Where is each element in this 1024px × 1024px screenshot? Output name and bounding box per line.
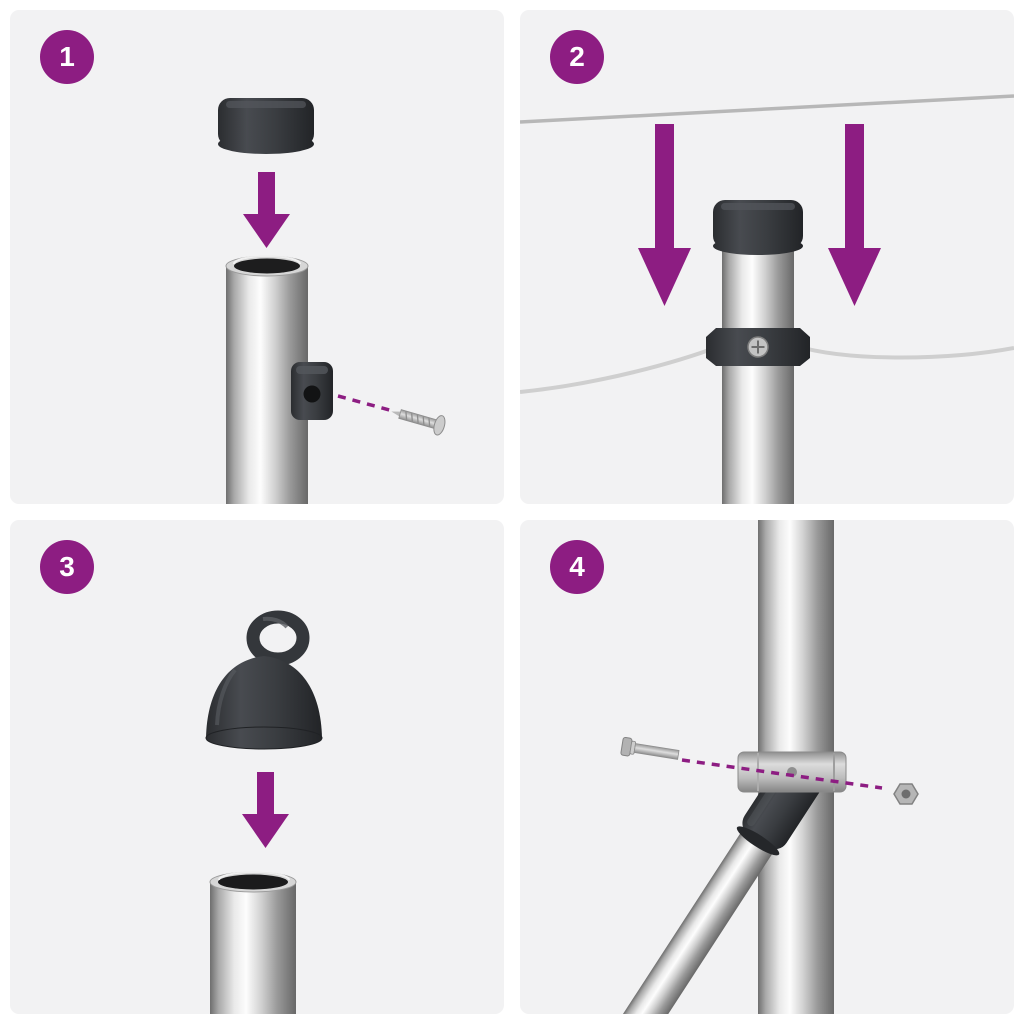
mounting-bracket: [291, 362, 333, 420]
wire-clamp: [706, 328, 810, 366]
step-number: 4: [569, 551, 585, 582]
post-with-cap: [713, 200, 803, 504]
tension-wire-top: [520, 94, 1014, 124]
post-cap: [218, 98, 314, 154]
tension-wire-right: [795, 344, 1014, 360]
down-arrow-icon: [242, 772, 289, 848]
step-panel-4: 4: [520, 520, 1014, 1014]
step-badge: 3: [40, 540, 94, 594]
step-panel-3: 3: [10, 520, 504, 1014]
screw: [391, 409, 446, 436]
down-arrow-icon: [638, 124, 691, 306]
tension-wire-left: [520, 344, 721, 394]
hex-nut: [893, 783, 919, 805]
step-number: 1: [59, 41, 75, 72]
step-1-illustration: [218, 98, 446, 504]
bolt: [620, 736, 680, 760]
step-3-illustration: [205, 610, 323, 1014]
dashed-guide-line: [337, 394, 394, 413]
step-number: 3: [59, 551, 75, 582]
step-number: 2: [569, 41, 585, 72]
step-badge: 1: [40, 30, 94, 84]
step-badge: 4: [550, 540, 604, 594]
step-panel-1: 1: [10, 10, 504, 504]
pipe-clamp: [737, 751, 847, 793]
step-2-illustration: [520, 94, 1014, 504]
step-4-illustration: [600, 520, 919, 1014]
step-badge: 2: [550, 30, 604, 84]
eyelet-cap: [205, 610, 323, 750]
down-arrow-icon: [828, 124, 881, 306]
dashed-guide-line: [681, 758, 883, 790]
brace-tube: [209, 871, 297, 1014]
step-panel-2: 2: [520, 10, 1014, 504]
down-arrow-icon: [243, 172, 290, 248]
